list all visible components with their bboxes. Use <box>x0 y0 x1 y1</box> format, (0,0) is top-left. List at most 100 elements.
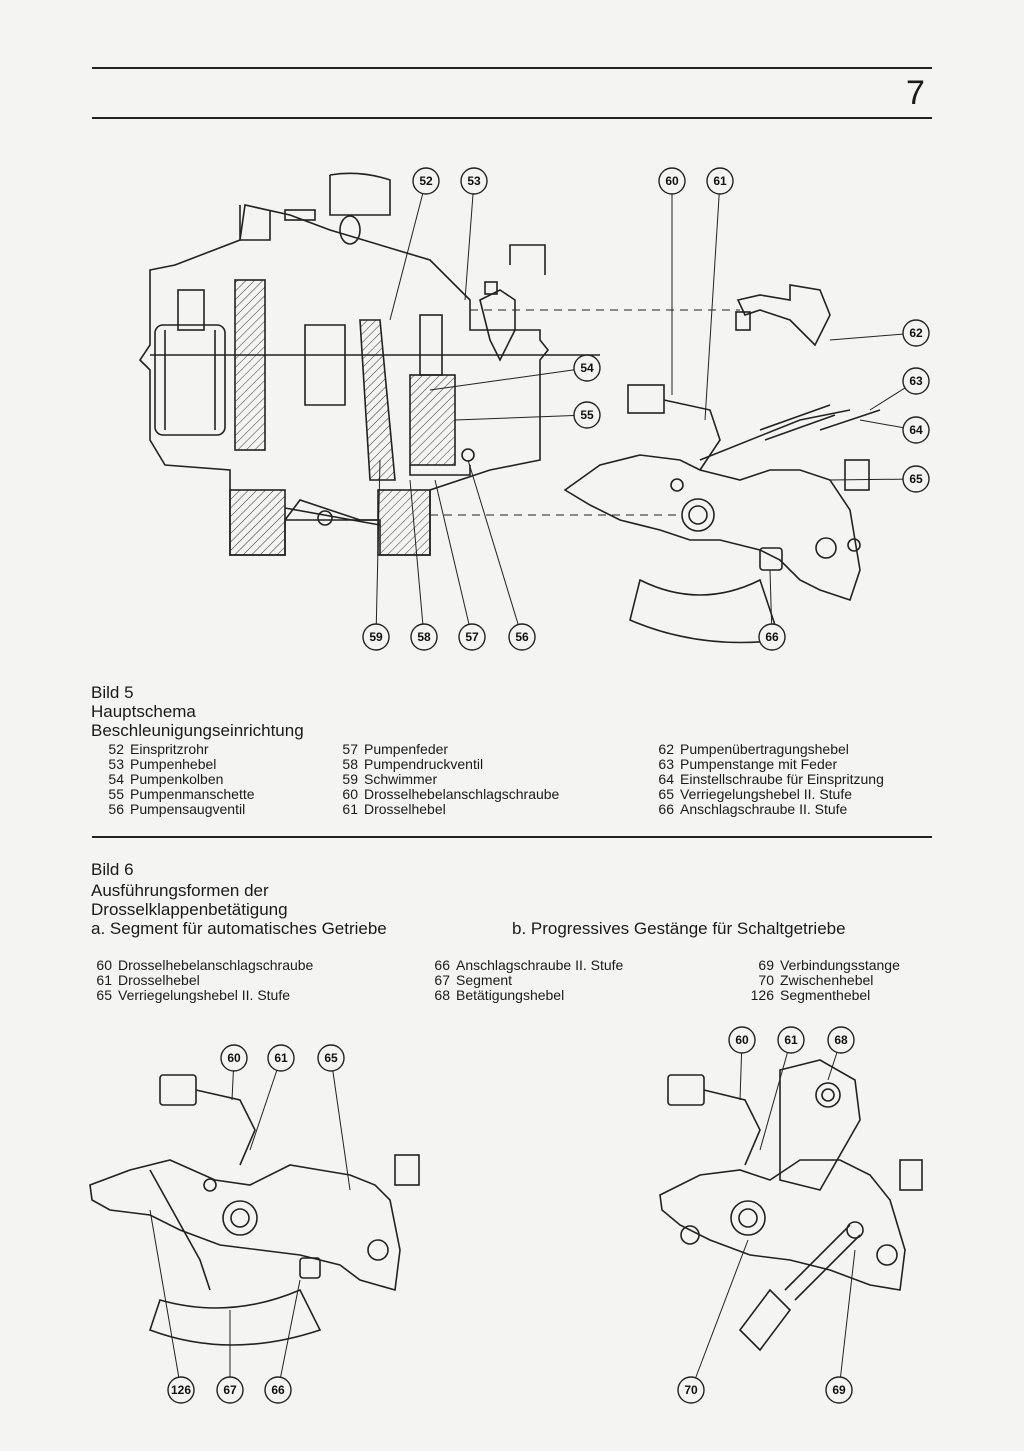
legend-label: Anschlagschraube II. Stufe <box>680 801 848 817</box>
callout-leader <box>330 1057 351 1191</box>
callout-circle <box>220 1044 248 1072</box>
callout-label: 57 <box>465 630 479 644</box>
legend-item: 67 Segment <box>426 973 623 988</box>
legend-number: 63 <box>658 756 674 772</box>
legend-label: Pumpenfeder <box>364 741 449 757</box>
legend-item: 126 Segmenthebel <box>736 988 900 1003</box>
bild6-subtitle-1: Ausführungsformen der <box>91 881 269 900</box>
callout-label: 58 <box>417 630 431 644</box>
legend-label: Pumpenkolben <box>130 771 224 787</box>
legend-number: 65 <box>96 987 112 1003</box>
callout-label: 60 <box>665 174 679 188</box>
callout-circle <box>458 623 486 651</box>
legend-label: Drosselhebel <box>118 972 200 988</box>
callout-label: 63 <box>909 374 923 388</box>
callout-leader <box>249 1057 282 1151</box>
legend-label: Einspritzrohr <box>130 741 209 757</box>
top-rule <box>92 67 932 69</box>
legend-label: Verbindungsstange <box>780 957 900 973</box>
callout-circle <box>573 401 601 429</box>
callout-circle <box>412 167 440 195</box>
callout-leader <box>690 1239 749 1391</box>
legend-item: 69 Verbindungsstange <box>736 957 900 973</box>
legend-number: 67 <box>434 972 450 988</box>
legend-label: Segment <box>456 972 513 988</box>
callout-leader <box>277 1279 301 1391</box>
legend-label: Schwimmer <box>364 771 438 787</box>
legend-item: 65 Verriegelungshebel II. Stufe <box>88 988 313 1003</box>
figure-5-carburetor-diagram <box>138 172 881 644</box>
callout-circle <box>317 1044 345 1072</box>
callout-leader <box>829 332 917 341</box>
callout-circle <box>167 1376 195 1404</box>
legend-number: 60 <box>96 957 112 973</box>
callout-label: 59 <box>369 630 383 644</box>
callout-circle <box>460 167 488 195</box>
callout-circle <box>658 167 686 195</box>
legend-item: 57 Pumpenfeder <box>334 742 559 757</box>
callout-label: 66 <box>765 630 779 644</box>
legend-number: 126 <box>750 987 774 1003</box>
callout-circle <box>216 1376 244 1404</box>
legend-label: Pumpensaugventil <box>130 801 246 817</box>
legend-number: 69 <box>758 957 774 973</box>
callout-label: 68 <box>834 1033 848 1047</box>
legend-number: 62 <box>658 741 674 757</box>
legend-number: 64 <box>658 771 674 787</box>
header-rule <box>92 117 932 119</box>
legend-number: 57 <box>342 741 358 757</box>
legend-label: Pumpenübertragungshebel <box>680 741 849 757</box>
bild5-subtitle-1: Hauptschema <box>91 702 196 721</box>
callout-label: 60 <box>227 1051 241 1065</box>
legend-label: Pumpendruckventil <box>364 756 484 772</box>
legend-number: 66 <box>658 801 674 817</box>
callout-circle <box>264 1376 292 1404</box>
legend-number: 56 <box>108 801 124 817</box>
callout-leader <box>704 180 721 421</box>
callout-label: 61 <box>274 1051 288 1065</box>
legend-item: 66 Anschlagschraube II. Stufe <box>648 802 884 817</box>
legend-number: 65 <box>658 786 674 802</box>
callout-circle <box>410 623 438 651</box>
callout-leader <box>409 479 425 638</box>
callout-circle <box>902 465 930 493</box>
callout-leader <box>149 1209 182 1391</box>
legend-number: 68 <box>434 987 450 1003</box>
callout-label: 65 <box>324 1051 338 1065</box>
callout-leader <box>429 367 588 391</box>
callout-label: 126 <box>171 1383 191 1397</box>
legend-number: 60 <box>342 786 358 802</box>
callout-label: 70 <box>684 1383 698 1397</box>
legend-label: Verriegelungshebel II. Stufe <box>680 786 853 802</box>
bild6-title: Bild 6 <box>91 860 134 879</box>
callout-label: 52 <box>419 174 433 188</box>
callout-circle <box>777 1026 805 1054</box>
legend-label: Segmenthebel <box>780 987 871 1003</box>
legend-number: 55 <box>108 786 124 802</box>
section-divider <box>92 836 932 838</box>
callout-leader <box>467 459 523 638</box>
callout-circle <box>508 623 536 651</box>
callout-circle <box>825 1376 853 1404</box>
legend-label: Verriegelungshebel II. Stufe <box>118 987 291 1003</box>
callout-circle <box>706 167 734 195</box>
